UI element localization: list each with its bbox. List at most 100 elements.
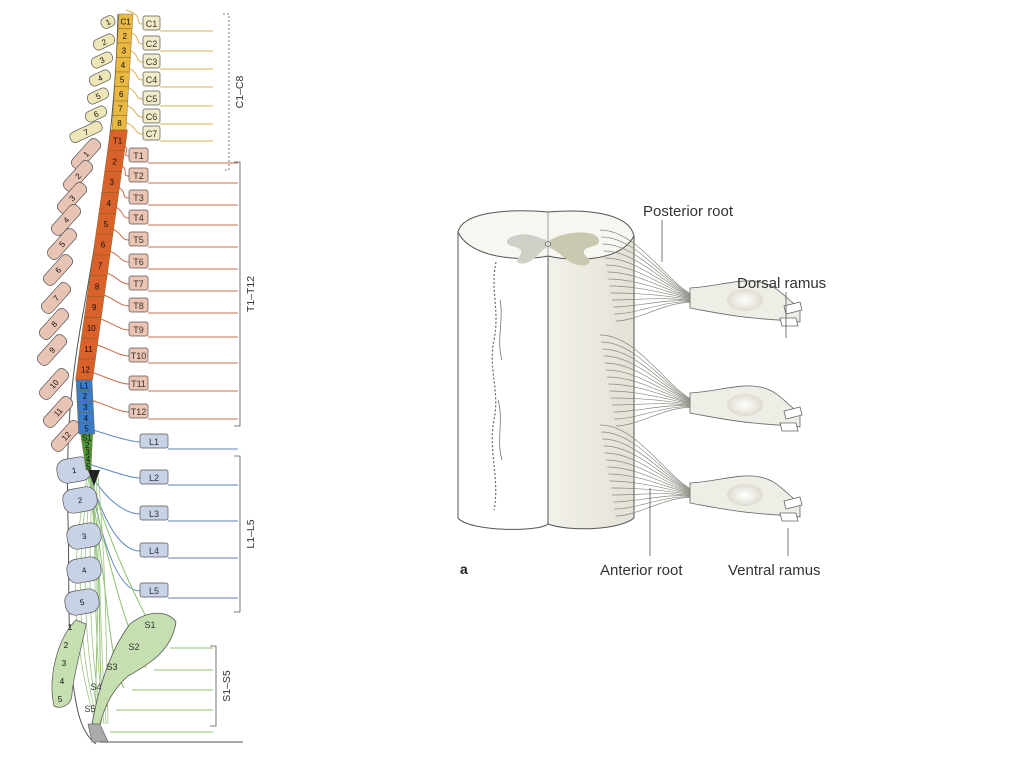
nerve-label: T2	[133, 171, 144, 181]
vertebra: 9	[37, 334, 67, 366]
vertebra-number: 5	[58, 695, 63, 704]
vertebra: 5	[47, 228, 77, 260]
spinal-ganglion	[727, 289, 763, 311]
vertebral-body-thoracic	[128, 403, 149, 419]
vertebral-body-lumbar	[139, 433, 169, 449]
vertebra: 2	[92, 33, 116, 51]
vertebra-number: 2	[77, 496, 83, 506]
vertebra-body	[84, 105, 108, 123]
vertebral-body-thoracic	[128, 167, 149, 183]
cord-segment-label: 12	[81, 366, 90, 375]
ventral-ramus-end	[779, 317, 799, 327]
bracket-cervical	[223, 13, 230, 171]
cord-segment-label: S1	[82, 434, 92, 443]
nerve-label: S3	[106, 662, 117, 672]
vertebral-body-lumbar	[139, 582, 169, 598]
vertebra-body	[37, 334, 67, 366]
cord-segment-label: 3	[83, 403, 88, 412]
sacrum	[91, 612, 177, 725]
vertebral-body-cervical	[142, 15, 161, 31]
vertebra-body	[71, 138, 101, 170]
cord-segment-label: 8	[117, 119, 122, 128]
vertebra: 7	[41, 282, 71, 314]
vertebral-body-thoracic	[128, 275, 149, 291]
ventral-ramus-end	[779, 512, 799, 522]
vertebra-body	[66, 522, 102, 550]
vertebral-body-thoracic	[128, 297, 149, 313]
vertebra-number: 5	[79, 598, 85, 608]
cord-segment-label: L1	[80, 381, 89, 390]
ventral-ramus-end	[779, 422, 799, 432]
cord-segment-label: 4	[121, 61, 126, 70]
nerve-label: C6	[146, 112, 158, 122]
vertebra: 7	[69, 120, 103, 144]
vertebral-body-cervical	[142, 71, 161, 87]
cord-segment-label: 5	[86, 462, 91, 471]
spinal-ganglion	[727, 394, 763, 416]
vertebra-number: 1	[82, 149, 92, 159]
sacral-vertebrae	[51, 619, 87, 708]
vertebra-number: 2	[64, 641, 69, 650]
cord-segment-label: T1	[113, 136, 123, 145]
vertebra-body	[64, 588, 100, 616]
nerve-label: S2	[128, 642, 139, 652]
vertebra-number: 2	[74, 171, 84, 181]
vertebra-body	[62, 486, 98, 514]
nerve-root-lumbar	[88, 463, 141, 479]
vertebra: 8	[39, 308, 69, 340]
vertebra: 5	[64, 588, 100, 616]
cord-segment-label: 4	[86, 455, 91, 464]
nerve-label: C7	[146, 129, 158, 139]
vertebra-number: 1	[71, 466, 77, 476]
vertebral-body-thoracic	[128, 209, 149, 225]
vertebra-number: 4	[60, 677, 65, 686]
bracket-sacral	[210, 645, 217, 727]
group-label-cervical: C1–C8	[234, 75, 246, 108]
vertebra-body	[92, 33, 116, 51]
cord-segment-label: 2	[83, 392, 88, 401]
dorsal-ramus-end	[783, 496, 803, 510]
vertebrae: C1C2C3C4C5C6C7T1T2T3T4T5T6T7T8T9T10T11T1…	[37, 15, 177, 743]
nerve-label: L4	[149, 546, 159, 556]
cord-segment-thoracic	[75, 358, 96, 381]
cord-segment-label: 5	[120, 75, 125, 84]
vertebral-body-cervical	[142, 108, 161, 124]
vertebral-body-cervical	[142, 125, 161, 141]
cord-segment-label: 7	[118, 104, 123, 113]
nerve-label: T11	[131, 379, 146, 389]
group-label-thoracic: T1–T12	[245, 276, 257, 312]
nerve-label: C1	[146, 19, 158, 29]
nerve-label: L3	[149, 509, 159, 519]
vertebra-number: 1	[68, 623, 73, 632]
nerve-label: S5	[84, 704, 95, 714]
nerve-label: L2	[149, 473, 159, 483]
vertebral-body-cervical	[142, 90, 161, 106]
vertebra: 4	[66, 556, 102, 584]
group-label-sacral: S1–S5	[221, 670, 233, 702]
vertebra-number: 5	[94, 91, 102, 101]
cord-segment-label: 8	[95, 282, 100, 291]
nerve-label: T6	[133, 257, 144, 267]
vertebra-number: 9	[48, 345, 58, 355]
vertebra-body	[57, 182, 87, 214]
cord-segment-label: C1	[120, 17, 131, 26]
vertebra: 2	[62, 486, 98, 514]
nerve-label: C5	[146, 94, 158, 104]
conus-medullaris	[88, 470, 100, 486]
dorsal-ramus-end	[783, 406, 803, 420]
nerve-label: C2	[146, 39, 158, 49]
vertebra-number: 2	[100, 37, 108, 47]
vertebra-body	[66, 556, 102, 584]
vertebra-body	[43, 396, 73, 428]
cord-segment-label: 5	[84, 425, 89, 434]
nerve-label: T8	[133, 301, 144, 311]
vertebra-body	[100, 15, 116, 29]
vertebra-body	[47, 228, 77, 260]
spine-diagram: C1C2C3C4C5C6C7T1T2T3T4T5T6T7T8T9T10T11T1…	[37, 9, 257, 745]
vertebra-number: 4	[81, 566, 87, 576]
cord-segment-label: 7	[98, 261, 103, 270]
vertebra-body	[43, 254, 73, 286]
vertebral-body-lumbar	[139, 505, 169, 521]
